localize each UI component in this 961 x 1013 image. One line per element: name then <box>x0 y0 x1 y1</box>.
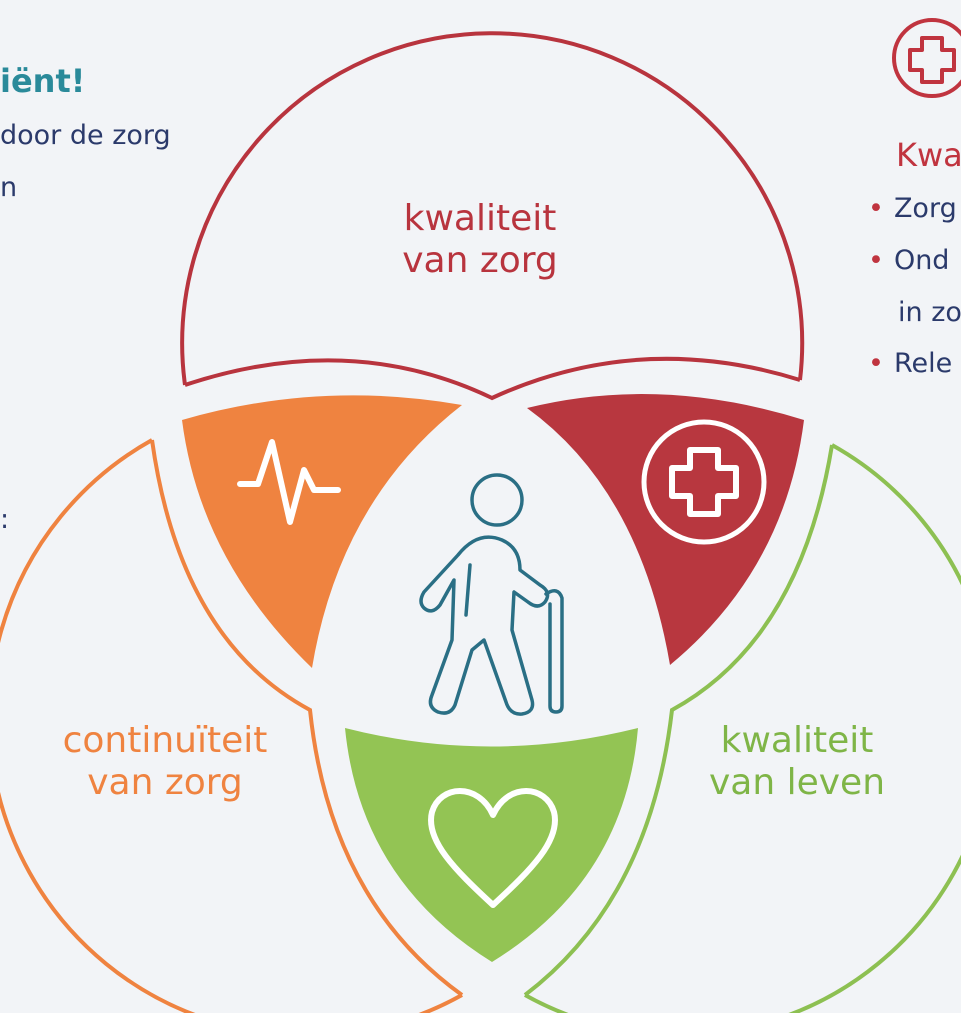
right-bullet-3: •Rele <box>868 348 953 379</box>
right-bullet-3-text: Rele <box>893 348 953 379</box>
elderly-person-with-cane-icon <box>419 473 564 716</box>
medical-cross-icon <box>641 419 767 545</box>
circle-left-outline <box>0 438 463 1013</box>
label-top-line2: van zorg <box>402 240 558 281</box>
small-medical-cross-icon <box>892 18 961 98</box>
circle-left-inner-arc <box>150 439 464 997</box>
right-bullet-1: •Zorg <box>868 193 957 224</box>
left-line-2: n <box>0 172 18 203</box>
right-bullet-2: •Ond <box>868 245 950 276</box>
right-bullet-1-text: Zorg <box>893 193 957 224</box>
label-continuiteit-van-zorg: continuïteit van zorg <box>30 720 300 804</box>
circle-top-inner-arc <box>184 356 801 401</box>
circle-top-outline <box>180 31 805 386</box>
label-top-line1: kwaliteit <box>403 198 557 239</box>
heart-icon <box>428 788 558 908</box>
lens-orange <box>182 395 462 668</box>
right-bullet-2-continuation: in zo <box>898 297 961 328</box>
left-line-3: : <box>0 504 10 535</box>
label-left-line2: van zorg <box>87 762 243 803</box>
label-right-line1: kwaliteit <box>720 720 874 761</box>
left-line-1: door de zorg <box>0 120 171 151</box>
label-right-line2: van leven <box>708 762 886 803</box>
right-bullet-2-text: Ond <box>893 245 950 276</box>
left-heading: iënt! <box>0 62 86 100</box>
label-kwaliteit-van-leven: kwaliteit van leven <box>682 720 912 804</box>
lens-green <box>345 728 638 962</box>
right-heading: Kwa <box>896 136 961 174</box>
circle-right-outline <box>524 443 961 1013</box>
label-left-line1: continuïteit <box>62 720 268 761</box>
label-kwaliteit-van-zorg: kwaliteit van zorg <box>370 198 590 282</box>
heartbeat-icon <box>237 439 341 525</box>
circle-right-inner-arc <box>523 444 834 997</box>
